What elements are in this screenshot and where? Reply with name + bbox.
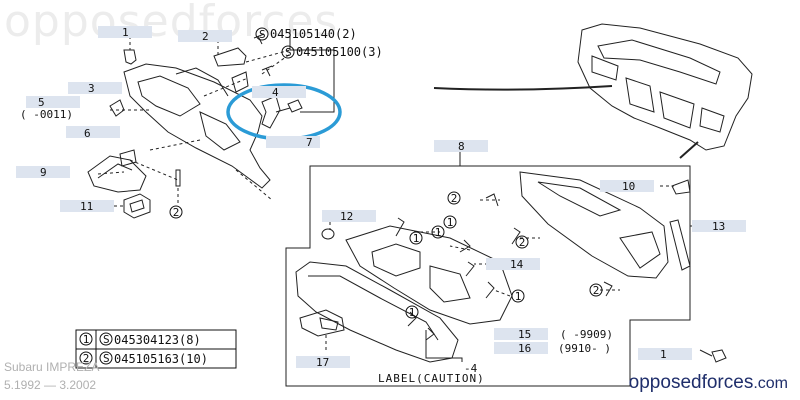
watermark: opposedforces xyxy=(4,0,339,47)
legend-part-1: 045304123(8) xyxy=(114,333,201,347)
dashboard-vent xyxy=(591,55,619,81)
callout-10: 10 xyxy=(622,180,635,193)
label-boxes xyxy=(16,26,746,368)
callout-16: 16 xyxy=(518,342,531,355)
svg-text:S: S xyxy=(103,333,110,346)
callout-11: 11 xyxy=(80,200,93,213)
part-10-clip xyxy=(671,179,691,195)
dashboard-vent xyxy=(699,107,725,133)
footer-model: Subaru IMPREZA xyxy=(4,360,100,374)
dashboard-outline xyxy=(577,23,753,151)
dashboard-wire xyxy=(679,141,699,159)
part-1-clip xyxy=(123,49,137,65)
dashboard-glovebox xyxy=(659,91,695,129)
brand-name: opposedforces xyxy=(628,372,754,393)
callout-2: 2 xyxy=(202,30,209,43)
callout-5-range: ( -0011) xyxy=(20,108,73,121)
circled-2: 2 xyxy=(451,192,458,205)
callout-5: 5 xyxy=(38,96,45,109)
callout-14: 14 xyxy=(510,258,524,271)
part-9-cover-rib xyxy=(97,163,133,179)
brand-tld: .com xyxy=(753,375,788,392)
glovebox-lid-edge xyxy=(537,181,622,217)
bolt xyxy=(261,65,273,77)
dashboard-top xyxy=(597,39,721,85)
callout-15: 15 xyxy=(518,328,531,341)
circled-markers xyxy=(169,191,603,319)
part-3-rib xyxy=(175,67,229,97)
circled-2: 2 xyxy=(173,206,180,219)
circled-2: 2 xyxy=(593,284,600,297)
part-4-bracket-upper xyxy=(231,71,249,93)
callout-8: 8 xyxy=(458,140,465,153)
callout-16-range: (9910- ) xyxy=(558,342,611,355)
callout-17: 17 xyxy=(316,356,329,369)
part-12-cap xyxy=(321,228,335,240)
callout-13: 13 xyxy=(712,220,725,233)
part-8-bracket-box xyxy=(285,165,691,387)
part-3-vent xyxy=(137,75,201,117)
part-4-leader xyxy=(275,107,291,113)
svg-text:S: S xyxy=(103,352,110,365)
callout-3: 3 xyxy=(88,82,95,95)
legend-table: 1 S 045304123(8) 2 S 045105163(10) xyxy=(75,329,237,369)
part-9-cover xyxy=(87,155,147,193)
part-17-latch xyxy=(299,309,345,337)
part-4-screw xyxy=(287,99,303,113)
brand-logo[interactable]: opposedforces.com xyxy=(629,372,788,394)
part-11-socket-inner xyxy=(129,199,145,213)
callout-6: 6 xyxy=(84,127,91,140)
legend-part-2: 045105163(10) xyxy=(114,352,208,366)
part-3-vent xyxy=(199,111,241,151)
spec-s-glyph: S xyxy=(259,28,266,41)
footer-years: 5.1992 — 3.2002 xyxy=(4,378,97,392)
callout-12: 12 xyxy=(340,210,353,223)
spec-s-icon xyxy=(255,27,269,41)
circled-1: 1 xyxy=(447,216,454,229)
glovebox-lid-side xyxy=(619,231,661,269)
callout-1-right: 1 xyxy=(660,348,667,361)
part-13-trim xyxy=(669,219,691,271)
glovebox-frame-slot xyxy=(429,265,471,303)
part-1-leader xyxy=(699,349,713,357)
bolt-ref-2: 045105100(3) xyxy=(296,45,383,59)
callout-9: 9 xyxy=(40,166,47,179)
dashboard-console xyxy=(625,77,655,113)
spec-s-glyph: S xyxy=(285,46,292,59)
bolt-ref-1: 045105140(2) xyxy=(270,27,357,41)
callout-1: 1 xyxy=(122,26,129,39)
part-15-16-leader xyxy=(425,330,463,362)
callout-4: 4 xyxy=(272,86,279,99)
callout-7: 7 xyxy=(306,136,313,149)
legend-key-1: 1 xyxy=(83,333,90,346)
callout-15-range: ( -9909) xyxy=(560,328,613,341)
circled-1: 1 xyxy=(435,226,442,239)
circled-1: 1 xyxy=(409,306,416,319)
circled-1: 1 xyxy=(413,232,420,245)
circled-1: 1 xyxy=(515,290,522,303)
screw xyxy=(175,169,181,187)
part-3-panel xyxy=(123,63,271,189)
part-1-clip-right xyxy=(711,349,727,363)
bolt-leader xyxy=(289,30,335,113)
part-11-socket xyxy=(123,193,151,219)
glovebox-frame-slot xyxy=(371,243,421,277)
glovebox-lid xyxy=(519,171,669,279)
legend-key-2: 2 xyxy=(83,352,90,365)
label-caution: LABEL(CAUTION) xyxy=(378,372,485,385)
circled-2: 2 xyxy=(519,236,526,249)
glovebox-frame xyxy=(345,225,513,325)
callout-minus-4: -4 xyxy=(464,362,478,375)
part-2-bracket xyxy=(213,47,247,67)
part-17-latch-inner xyxy=(319,317,339,331)
screw-group xyxy=(395,193,613,341)
glovebox-door-rib xyxy=(308,275,439,341)
part-5-block xyxy=(109,99,125,117)
spec-s-icon xyxy=(281,45,295,59)
dashboard-wire xyxy=(433,85,613,91)
